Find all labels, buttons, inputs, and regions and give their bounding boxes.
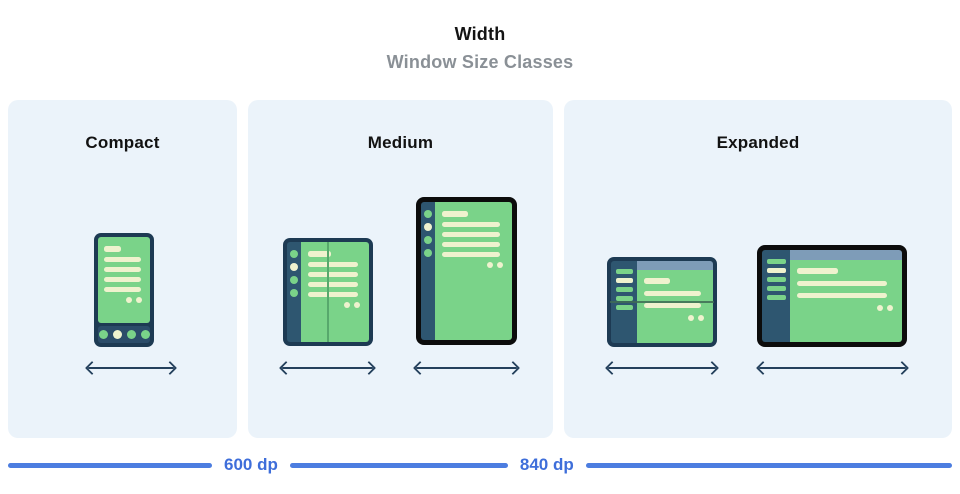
app-top-bar: [790, 250, 902, 260]
content-line: [797, 268, 839, 274]
content-line: [104, 246, 121, 252]
panel-compact-title: Compact: [85, 133, 160, 152]
tablet-landscape-illustration: [757, 245, 907, 347]
axis-line-segment: [585, 462, 952, 468]
breakpoint-axis: 600 dp 840 dp: [8, 455, 952, 475]
width-arrow-icon: [278, 360, 377, 376]
width-arrow-icon: [84, 360, 178, 376]
nav-dot: [98, 330, 108, 339]
panel-medium-title: Medium: [367, 133, 434, 152]
content-line: [644, 291, 702, 296]
fold-crease: [327, 242, 329, 342]
fold-crease: [610, 301, 714, 303]
content-line: [308, 272, 358, 277]
rail-dot: [424, 236, 432, 244]
content-dot: [887, 305, 893, 311]
content-line: [442, 242, 500, 247]
sidebar-line: [766, 268, 786, 273]
rail-dot: [290, 289, 298, 297]
content-dots: [442, 262, 505, 268]
content-dot: [497, 262, 503, 268]
content-dot: [126, 297, 132, 303]
device-screen: [790, 260, 902, 342]
rail-dot: [290, 276, 298, 284]
content-line: [644, 278, 671, 284]
device-screen: [435, 202, 512, 340]
device-main-area: [637, 261, 713, 343]
content-line: [442, 211, 469, 217]
content-line: [308, 262, 358, 267]
panel-medium: Medium: [248, 100, 553, 438]
content-line: [308, 292, 358, 297]
sidebar-line: [615, 269, 633, 274]
content-line: [644, 303, 702, 308]
device-screen: [637, 270, 713, 343]
rail-dot: [424, 223, 432, 231]
rail-dot: [290, 250, 298, 258]
nav-rail: [421, 202, 435, 340]
content-dots: [104, 297, 144, 303]
nav-dot: [126, 330, 136, 339]
panel-expanded-title: Expanded: [716, 133, 800, 152]
content-line: [442, 222, 500, 227]
content-line: [104, 277, 141, 282]
sidebar-line: [766, 286, 786, 291]
foldable-portrait-illustration: [283, 238, 373, 346]
phone-screen: [98, 237, 150, 323]
sidebar-line: [766, 259, 786, 264]
content-dots: [797, 305, 895, 311]
foldable-landscape-illustration: [607, 257, 717, 347]
content-dot: [698, 315, 704, 321]
content-dot: [877, 305, 883, 311]
nav-dot: [140, 330, 150, 339]
content-dot: [688, 315, 694, 321]
nav-sidebar: [762, 250, 790, 342]
sidebar-line: [615, 278, 633, 283]
phone-nav-bar: [98, 326, 150, 343]
phone-illustration: [94, 233, 154, 347]
content-dot: [354, 302, 360, 308]
content-line: [797, 293, 888, 298]
content-dots: [308, 302, 362, 308]
width-arrow-icon: [412, 360, 521, 376]
content-dots: [644, 315, 706, 321]
app-top-bar: [637, 261, 713, 270]
content-line: [797, 281, 888, 286]
content-line: [104, 267, 141, 272]
sidebar-line: [615, 296, 633, 301]
width-arrow-icon: [755, 360, 910, 376]
diagram-title: Width: [454, 24, 506, 44]
content-dot: [487, 262, 493, 268]
width-arrow-icon: [604, 360, 720, 376]
breakpoint-label-840dp: 840 dp: [519, 455, 574, 474]
panel-compact: Compact: [8, 100, 237, 438]
device-screen: [301, 242, 369, 342]
sidebar-line: [615, 305, 633, 310]
panel-expanded: Expanded: [564, 100, 952, 438]
sidebar-line: [766, 277, 786, 282]
sidebar-line: [615, 287, 633, 292]
content-line: [104, 257, 141, 262]
content-line: [104, 287, 141, 292]
nav-dot: [112, 330, 122, 339]
axis-line-segment: [289, 462, 508, 468]
content-line: [442, 252, 500, 257]
content-dot: [136, 297, 142, 303]
rail-dot: [424, 210, 432, 218]
diagram-subtitle: Window Size Classes: [386, 52, 574, 72]
axis-line-segment: [8, 462, 212, 468]
device-main-area: [790, 250, 902, 342]
sidebar-line: [766, 295, 786, 300]
rail-dot: [290, 263, 298, 271]
diagram-header: Width Window Size Classes: [0, 24, 960, 73]
content-line: [442, 232, 500, 237]
rail-dot: [424, 249, 432, 257]
content-line: [308, 282, 358, 287]
breakpoint-label-600dp: 600 dp: [224, 455, 278, 474]
content-line: [308, 251, 331, 257]
tablet-portrait-illustration: [416, 197, 517, 345]
nav-rail: [287, 242, 301, 342]
content-dot: [344, 302, 350, 308]
